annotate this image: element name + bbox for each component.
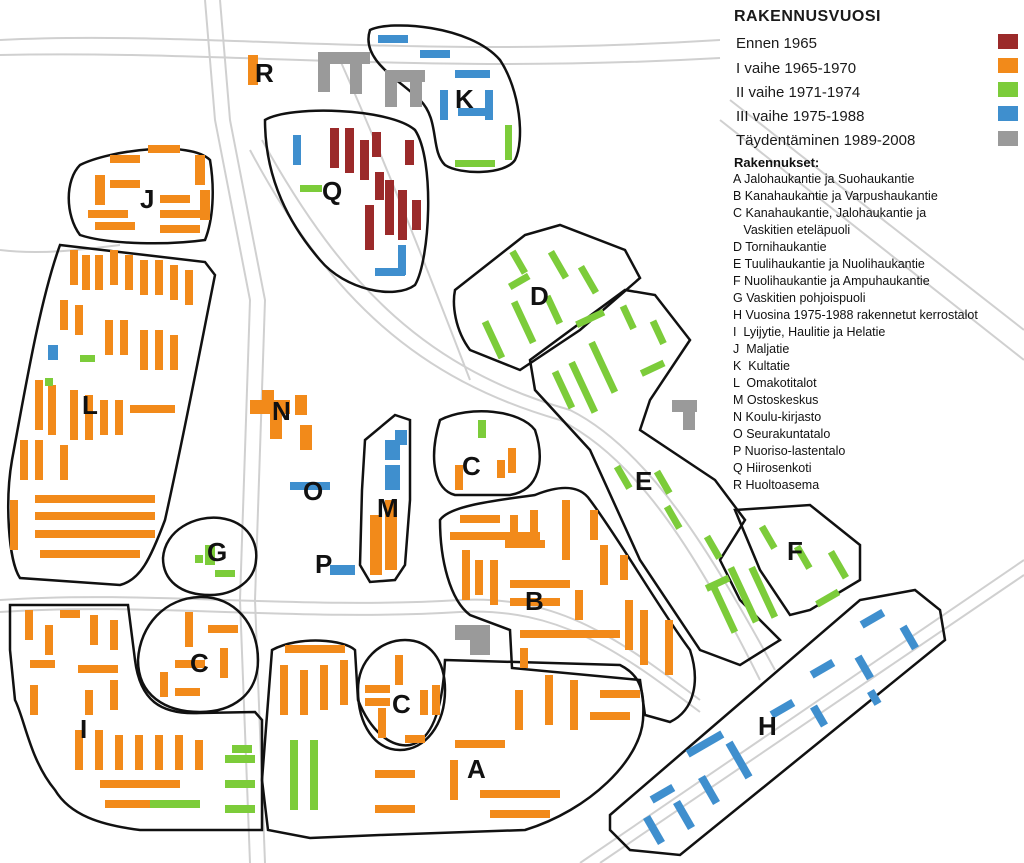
zone-label-q: Q <box>322 176 342 206</box>
zone-h-outline <box>608 588 947 857</box>
legend-swatch-phase3 <box>998 106 1018 121</box>
zone-label-c2: C <box>190 648 209 678</box>
building-item: D Tornihaukantie <box>733 240 827 254</box>
infill-buildings <box>318 52 697 655</box>
legend-swatch-phase1 <box>998 58 1018 73</box>
building-item: H Vuosina 1975-1988 rakennetut kerrostal… <box>733 308 978 322</box>
building-item: B Kanahaukantie ja Varpushaukantie <box>733 189 938 203</box>
legend-label-infill: Täydentäminen 1989-2008 <box>736 132 916 149</box>
zone-q-outline <box>263 109 430 294</box>
phase1-buildings <box>10 55 673 818</box>
legend-title: RAKENNUSVUOSI <box>734 8 881 25</box>
zone-i-outline <box>8 603 264 832</box>
buildings-title: Rakennukset: <box>734 155 820 170</box>
building-item: J Maljatie <box>733 342 790 356</box>
zone-c2-outline <box>136 595 260 714</box>
zone-m-outline <box>358 413 412 584</box>
zone-label-c3: C <box>392 689 411 719</box>
building-item: Vaskitien eteläpuoli <box>733 223 851 237</box>
zone-label-g: G <box>207 537 227 567</box>
zone-d-outline <box>452 223 642 372</box>
zone-labels: R K Q J D L N C E O M G P F B C C H I A <box>80 58 803 784</box>
zone-label-l: L <box>82 390 98 420</box>
zone-e-outline <box>528 288 782 667</box>
legend-label-phase1: I vaihe 1965-1970 <box>736 60 857 77</box>
zone-c1-outline <box>432 410 541 497</box>
building-item: G Vaskitien pohjoispuoli <box>733 291 866 305</box>
building-item: I Lyijytie, Haulitie ja Helatie <box>733 325 886 339</box>
zone-label-k: K <box>455 84 474 114</box>
building-item: R Huoltoasema <box>733 478 820 492</box>
legend-swatch-before-1965 <box>998 34 1018 49</box>
zone-label-f: F <box>787 536 803 566</box>
zone-label-d: D <box>530 281 549 311</box>
building-item: A Jalohaukantie ja Suohaukantie <box>733 172 915 186</box>
zone-label-a: A <box>467 754 486 784</box>
phase2-buildings <box>45 125 849 813</box>
zone-label-c1: C <box>462 451 481 481</box>
zone-label-m: M <box>377 493 399 523</box>
legend-label-phase3: III vaihe 1975-1988 <box>736 108 865 125</box>
building-item: C Kanahaukantie, Jalohaukantie ja <box>733 206 927 220</box>
pre-1965-buildings <box>330 128 421 250</box>
zone-a-outline <box>260 639 645 840</box>
building-item: N Koulu-kirjasto <box>733 410 822 424</box>
building-item: K Kultatie <box>733 359 790 373</box>
zone-l-outline <box>7 243 217 587</box>
zone-g-outline <box>161 516 258 597</box>
legend-swatch-phase2 <box>998 82 1018 97</box>
legend-label-phase2: II vaihe 1971-1974 <box>736 84 861 101</box>
zone-label-h: H <box>758 711 777 741</box>
building-item: Q Hiirosenkoti <box>733 461 812 475</box>
legend-label-before-1965: Ennen 1965 <box>736 35 817 52</box>
building-item: O Seurakuntatalo <box>733 427 831 441</box>
zone-b-outline <box>438 486 697 724</box>
zone-label-p: P <box>315 549 332 579</box>
building-item: P Nuoriso-lastentalo <box>733 444 846 458</box>
building-item: F Nuolihaukantie ja Ampuhaukantie <box>733 274 930 288</box>
building-item: M Ostoskeskus <box>733 393 819 407</box>
zone-label-o: O <box>303 476 323 506</box>
zone-label-b: B <box>525 586 544 616</box>
zone-c3-outline <box>356 638 447 752</box>
zone-label-i: I <box>80 714 87 744</box>
zone-label-n: N <box>272 396 291 426</box>
building-item: L Omakotitalot <box>733 376 817 390</box>
phase3-buildings <box>48 35 919 845</box>
zone-label-j: J <box>140 184 154 214</box>
building-item: E Tuulihaukantie ja Nuolihaukantie <box>733 257 925 271</box>
zone-outlines <box>7 24 947 857</box>
legend-swatch-infill <box>998 131 1018 146</box>
zone-label-r: R <box>255 58 274 88</box>
zone-label-e: E <box>635 466 652 496</box>
